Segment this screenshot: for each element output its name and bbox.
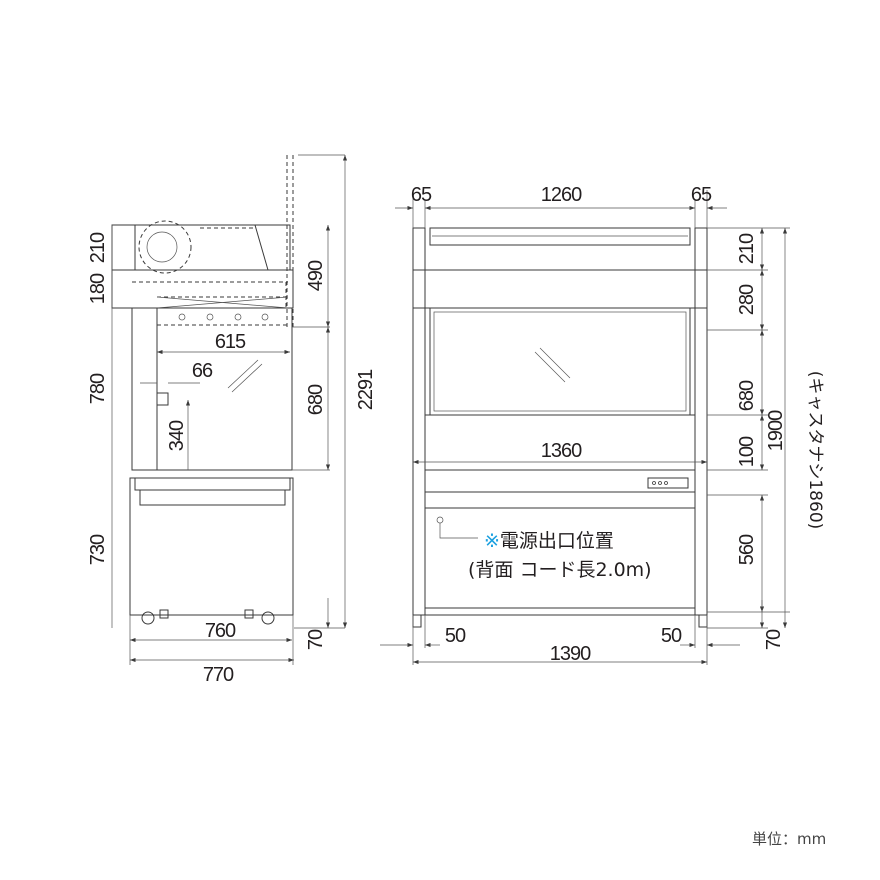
- unit-label: 単位：mm: [752, 830, 826, 848]
- power-outlet-icon: [436, 516, 444, 524]
- dim-66: 66: [192, 360, 213, 382]
- dim-70: 70: [305, 629, 327, 650]
- dim-780: 780: [87, 373, 109, 404]
- dim-340: 340: [166, 420, 188, 451]
- dim-680: 680: [305, 384, 327, 415]
- dim-210: 210: [736, 233, 758, 264]
- dim-680: 680: [736, 380, 758, 411]
- power-note-line1: ※電源出口位置: [484, 530, 614, 552]
- fan-icon: [138, 220, 192, 274]
- control-panel: [647, 477, 689, 489]
- dim-2291: 2291: [355, 369, 377, 410]
- dim-770: 770: [203, 664, 234, 686]
- dim-70: 70: [763, 629, 785, 650]
- dim-65-left: 65: [411, 184, 432, 206]
- dim-50-right: 50: [661, 625, 682, 647]
- dim-1260: 1260: [541, 184, 582, 206]
- dim-280: 280: [736, 284, 758, 315]
- note-mark: ※: [484, 530, 500, 552]
- dim-210: 210: [87, 232, 109, 263]
- dim-1390: 1390: [550, 643, 591, 665]
- front-view: ※電源出口位置 (背面 コード長2.0m) 65 1260 65 210 280: [380, 184, 825, 665]
- dim-560: 560: [736, 534, 758, 565]
- power-note-line2: (背面 コード長2.0m): [468, 559, 652, 581]
- dim-100: 100: [736, 436, 758, 467]
- dim-50-left: 50: [445, 625, 466, 647]
- dim-760: 760: [205, 620, 236, 642]
- dim-65-right: 65: [691, 184, 712, 206]
- caster-note: (キャスタナシ1860): [805, 371, 825, 530]
- dim-1360: 1360: [541, 440, 582, 462]
- dim-180: 180: [87, 273, 109, 304]
- dim-1900: 1900: [765, 410, 787, 451]
- dim-615: 615: [215, 331, 246, 353]
- dim-730: 730: [87, 534, 109, 565]
- dim-490: 490: [305, 260, 327, 291]
- side-view: 210 180 780 730 490 680 2291 615 66 340 …: [87, 154, 377, 686]
